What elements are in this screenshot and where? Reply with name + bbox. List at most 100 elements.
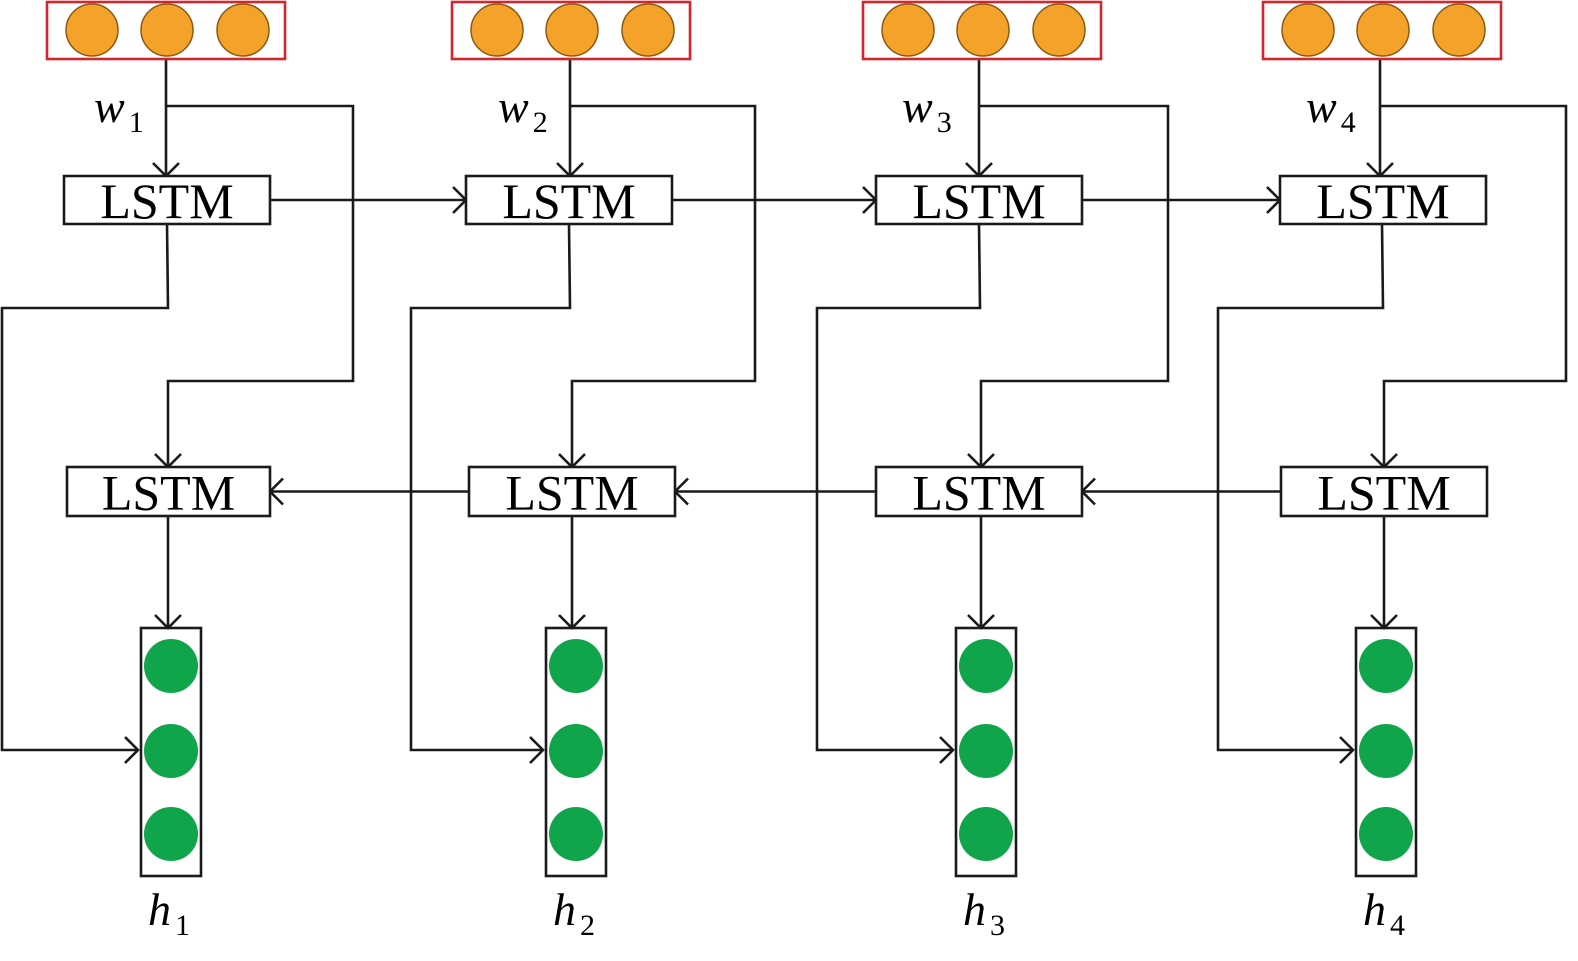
output-node-3 xyxy=(1359,807,1413,861)
output-vector-frame xyxy=(1354,626,1418,878)
column-4-backward-input-line xyxy=(1380,104,1568,467)
output-node-3 xyxy=(144,807,198,861)
column-3-output-label-symbol: h xyxy=(963,884,986,935)
column-4-forward-output-line xyxy=(1216,223,1385,752)
column-2-output-label-subscript: 2 xyxy=(580,909,595,942)
column-1-output-label-subscript: 1 xyxy=(175,909,190,942)
lstm-label: LSTM xyxy=(102,465,235,521)
output-node-2 xyxy=(549,724,603,778)
column-3-input-label-symbol: w xyxy=(902,81,933,132)
output-node-2 xyxy=(1359,724,1413,778)
output-vector-frame xyxy=(954,626,1018,878)
column-1-forward-lstm: LSTM xyxy=(62,173,272,229)
input-node-3 xyxy=(1432,3,1486,57)
column-2-input-embedding xyxy=(450,0,692,61)
lstm-box-frame xyxy=(874,174,1084,226)
column-4-output-vector xyxy=(1354,626,1418,878)
column-4-output-label-symbol: h xyxy=(1363,884,1386,935)
column-3-input-label-subscript: 3 xyxy=(937,106,952,139)
column-1-input-embedding xyxy=(45,0,287,61)
column-4-input-label-symbol: w xyxy=(1306,81,1337,132)
column-4-input-label-subscript: 4 xyxy=(1341,106,1356,139)
column-3-forward-lstm: LSTM xyxy=(874,173,1084,229)
output-node-3 xyxy=(549,807,603,861)
input-node-2 xyxy=(545,3,599,57)
output-node-2 xyxy=(144,724,198,778)
input-node-2 xyxy=(956,3,1010,57)
column-2-forward-lstm: LSTM xyxy=(464,173,674,229)
lstm-box-frame xyxy=(1279,465,1489,518)
column-4-input-embedding xyxy=(1261,0,1503,61)
column-1-input-label-symbol: w xyxy=(94,81,125,132)
lstm-box-frame xyxy=(1278,174,1488,226)
lstm-label: LSTM xyxy=(1317,465,1450,521)
column-2-forward-output-line xyxy=(409,223,572,752)
output-vector-frame xyxy=(544,626,608,878)
output-node-1 xyxy=(549,639,603,693)
column-2-input-label-subscript: 2 xyxy=(533,106,548,139)
input-node-3 xyxy=(621,3,675,57)
output-node-1 xyxy=(959,639,1013,693)
input-embedding-frame xyxy=(1261,0,1503,61)
output-node-2 xyxy=(959,724,1013,778)
column-3-output-vector xyxy=(954,626,1018,878)
column-3-forward-output-line xyxy=(815,223,982,752)
column-1-backward-lstm: LSTM xyxy=(65,465,272,521)
lstm-label: LSTM xyxy=(505,465,638,521)
column-1-output-label-symbol: h xyxy=(148,884,171,935)
column-2-input-label-symbol: w xyxy=(498,81,529,132)
column-4-forward-lstm: LSTM xyxy=(1278,173,1488,229)
lstm-box-frame xyxy=(874,465,1084,518)
lstm-label: LSTM xyxy=(912,465,1045,521)
column-1-forward-output-line xyxy=(0,223,170,752)
input-embedding-frame xyxy=(450,0,692,61)
column-2-backward-input-line xyxy=(570,104,757,467)
output-node-1 xyxy=(1359,639,1413,693)
input-node-1 xyxy=(881,3,935,57)
column-4-output-label-subscript: 4 xyxy=(1390,909,1405,942)
column-4-backward-lstm: LSTM xyxy=(1279,465,1489,521)
lstm-label: LSTM xyxy=(100,173,233,229)
column-3-backward-input-line xyxy=(979,104,1170,467)
output-vector-frame xyxy=(139,626,203,878)
input-node-1 xyxy=(65,3,119,57)
column-3-output-label-subscript: 3 xyxy=(990,909,1005,942)
lstm-box-frame xyxy=(467,465,677,518)
column-4-forward-output-arrow xyxy=(1339,736,1355,764)
column-1-backward-input-line xyxy=(166,104,355,467)
output-node-3 xyxy=(959,807,1013,861)
lstm-box-frame xyxy=(65,465,272,518)
column-1-output-vector xyxy=(139,626,203,878)
column-3-input-embedding xyxy=(861,0,1103,61)
column-2-output-vector xyxy=(544,626,608,878)
input-node-2 xyxy=(140,3,194,57)
lstm-label: LSTM xyxy=(502,173,635,229)
connections xyxy=(0,59,1568,764)
lstm-label: LSTM xyxy=(1316,173,1449,229)
input-node-1 xyxy=(1281,3,1335,57)
input-node-3 xyxy=(1032,3,1086,57)
column-3-backward-lstm: LSTM xyxy=(874,465,1084,521)
input-node-3 xyxy=(216,3,270,57)
output-node-1 xyxy=(144,639,198,693)
column-1-input-label-subscript: 1 xyxy=(129,106,144,139)
lstm-box-frame xyxy=(62,174,272,226)
input-node-1 xyxy=(470,3,524,57)
input-embedding-frame xyxy=(861,0,1103,61)
column-2-output-label-symbol: h xyxy=(553,884,576,935)
column-3-forward-output-arrow xyxy=(939,736,955,764)
input-node-2 xyxy=(1356,3,1410,57)
column-1-forward-output-arrow xyxy=(124,736,140,764)
column-2-backward-lstm: LSTM xyxy=(467,465,677,521)
lstm-label: LSTM xyxy=(912,173,1045,229)
